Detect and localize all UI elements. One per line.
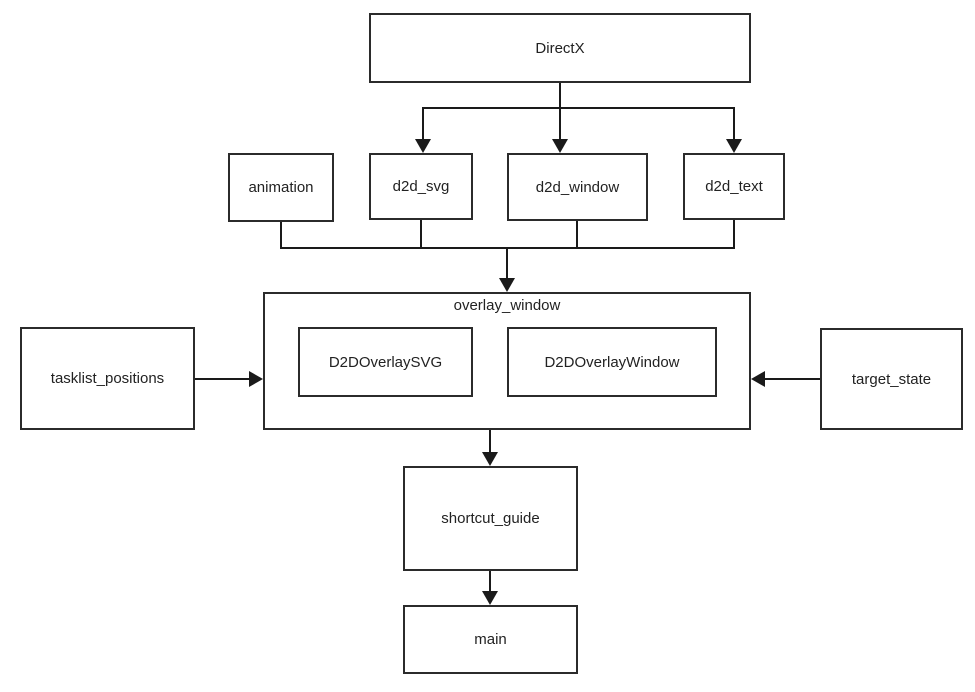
node-shortcut-guide-label: shortcut_guide xyxy=(441,510,540,527)
edge-directx-branch xyxy=(422,107,735,141)
node-target-state: target_state xyxy=(820,328,963,430)
node-main-label: main xyxy=(474,631,507,648)
arrowhead-tasklist xyxy=(249,371,263,387)
node-d2d-overlay-window: D2DOverlayWindow xyxy=(507,327,717,397)
arrowhead-target-state xyxy=(751,371,765,387)
node-shortcut-guide: shortcut_guide xyxy=(403,466,578,571)
node-tasklist-positions-label: tasklist_positions xyxy=(50,370,165,387)
node-d2d-text-label: d2d_text xyxy=(705,178,763,195)
node-d2d-window-label: d2d_window xyxy=(535,178,620,196)
arrowhead-to-d2d-svg xyxy=(415,139,431,153)
node-directx: DirectX xyxy=(369,13,751,83)
node-overlay-window-label: overlay_window xyxy=(453,297,561,314)
node-main: main xyxy=(403,605,578,674)
node-animation-label: animation xyxy=(248,179,314,196)
arrowhead-to-d2d-window xyxy=(552,139,568,153)
node-directx-label: DirectX xyxy=(535,39,585,57)
edge-row2-merge xyxy=(280,220,735,249)
node-target-state-label: target_state xyxy=(851,370,932,388)
arrowhead-to-d2d-text xyxy=(726,139,742,153)
node-overlay-window: overlay_window D2DOverlaySVG D2DOverlayW… xyxy=(263,292,751,430)
node-tasklist-positions: tasklist_positions xyxy=(20,327,195,430)
arrowhead-main xyxy=(482,591,498,605)
arrowhead-to-overlay-window xyxy=(499,278,515,292)
node-d2d-svg: d2d_svg xyxy=(369,153,473,220)
node-d2d-overlay-svg: D2DOverlaySVG xyxy=(298,327,473,397)
node-animation: animation xyxy=(228,153,334,222)
node-d2d-text: d2d_text xyxy=(683,153,785,220)
node-d2d-overlay-window-label: D2DOverlayWindow xyxy=(544,353,680,371)
node-d2d-svg-label: d2d_svg xyxy=(392,178,450,195)
arrowhead-shortcut-guide xyxy=(482,452,498,466)
node-d2d-window: d2d_window xyxy=(507,153,648,221)
node-d2d-overlay-svg-label: D2DOverlaySVG xyxy=(328,353,443,371)
